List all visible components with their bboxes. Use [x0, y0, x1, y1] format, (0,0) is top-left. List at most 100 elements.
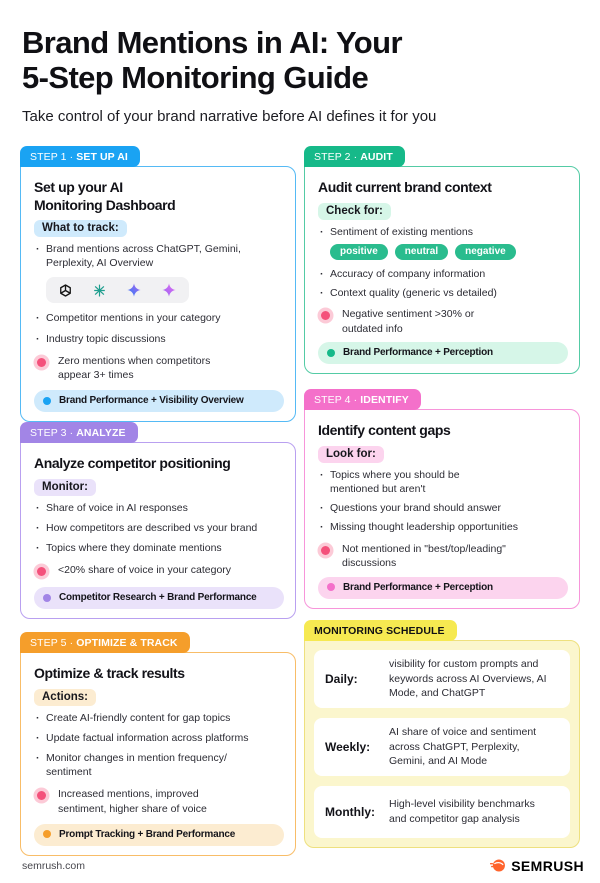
schedule-row-weekly: Weekly: AI share of voice and sentiment … — [314, 718, 570, 777]
step-5-bullets: Create AI-friendly content for gap topic… — [34, 711, 284, 786]
tool-dot-icon — [43, 830, 51, 839]
brand-name: SEMRUSH — [511, 857, 584, 874]
step-1-bullets: Brand mentions across ChatGPT, Gemini, P… — [34, 242, 284, 276]
step-5-tab-prefix: STEP 5 · — [30, 637, 74, 650]
list-item: Sentiment of existing mentions — [318, 225, 568, 239]
list-item: Update factual information across platfo… — [34, 731, 284, 745]
step-4-tool-pill: Brand Performance + Perception — [318, 576, 568, 599]
list-item: Industry topic discussions — [34, 332, 284, 346]
step-4-block: STEP 4 · IDENTIFY Identify content gaps … — [304, 389, 580, 609]
step-4-tab: STEP 4 · IDENTIFY — [304, 389, 421, 411]
step-1-tab: STEP 1 · SET UP AI — [20, 146, 140, 168]
semrush-logo: SEMRUSH — [489, 857, 584, 874]
list-item: Brand mentions across ChatGPT, Gemini, P… — [34, 242, 284, 270]
step-1-alert: Zero mentions when competitors appear 3+… — [34, 354, 284, 383]
step-3-tab-prefix: STEP 3 · — [30, 427, 74, 440]
schedule-row-daily: Daily: visibility for custom prompts and… — [314, 649, 570, 709]
step-1-label: What to track: — [34, 220, 127, 238]
step-2-card: Audit current brand context Check for: S… — [304, 166, 580, 375]
step-5-tab-name: OPTIMIZE & TRACK — [76, 637, 178, 650]
right-column: STEP 2 · AUDIT Audit current brand conte… — [304, 146, 580, 849]
schedule-monthly-label: Monthly: — [325, 805, 375, 820]
step-1-tab-name: SET UP AI — [76, 151, 128, 164]
alert-dot-icon — [37, 791, 46, 801]
step-4-alert: Not mentioned in "best/top/leading" disc… — [318, 542, 568, 571]
step-2-tool-pill: Brand Performance + Perception — [318, 342, 568, 365]
step-4-label: Look for: — [318, 445, 384, 463]
step-2-alert-text: Negative sentiment >30% or outdated info — [342, 308, 475, 335]
step-5-tool-text: Prompt Tracking + Brand Performance — [59, 828, 236, 840]
gemini-icon — [127, 283, 141, 298]
step-2-alert: Negative sentiment >30% or outdated info — [318, 307, 568, 336]
chatgpt-icon — [60, 284, 71, 297]
tool-dot-icon — [327, 583, 335, 592]
step-5-alert: Increased mentions, improved sentiment, … — [34, 787, 284, 816]
left-column: STEP 1 · SET UP AI Set up your AI Monito… — [20, 146, 296, 856]
page-subtitle: Take control of your brand narrative bef… — [22, 108, 437, 126]
step-1-tool-text: Brand Performance + Visibility Overview — [59, 395, 244, 407]
step-2-tab: STEP 2 · AUDIT — [304, 146, 405, 168]
step-2-tab-name: AUDIT — [360, 151, 393, 164]
website-url: semrush.com — [22, 859, 86, 872]
schedule-row-monthly: Monthly: High-level visibility benchmark… — [314, 786, 570, 839]
schedule-tab: MONITORING SCHEDULE — [304, 619, 457, 641]
page-title: Brand Mentions in AI: Your 5-Step Monito… — [22, 25, 403, 96]
step-5-tab: STEP 5 · OPTIMIZE & TRACK — [20, 632, 190, 654]
step-3-title: Analyze competitor positioning — [34, 455, 231, 472]
step-3-block: STEP 3 · ANALYZE Analyze competitor posi… — [20, 422, 296, 620]
step-2-label: Check for: — [318, 202, 391, 220]
semrush-flame-icon — [490, 859, 506, 872]
step-5-tool-pill: Prompt Tracking + Brand Performance — [34, 823, 284, 846]
list-item: Create AI-friendly content for gap topic… — [34, 711, 284, 725]
step-1-tab-prefix: STEP 1 · — [30, 151, 74, 164]
step-5-label: Actions: — [34, 688, 96, 706]
sentiment-neutral-pill: neutral — [394, 243, 449, 260]
list-item: Topics where they dominate mentions — [34, 541, 284, 555]
step-3-alert: <20% share of voice in your category — [34, 563, 284, 578]
step-2-bullets-2: Accuracy of company information Context … — [318, 267, 568, 305]
step-1-title: Set up your AI Monitoring Dashboard — [34, 179, 176, 213]
step-5-title: Optimize & track results — [34, 665, 185, 682]
alert-dot-icon — [37, 567, 46, 577]
step-4-tab-prefix: STEP 4 · — [314, 394, 358, 407]
list-item: Topics where you should be mentioned but… — [318, 468, 568, 496]
list-item: Questions your brand should answer — [318, 501, 568, 515]
schedule-block: MONITORING SCHEDULE Daily: visibility fo… — [304, 619, 580, 849]
list-item: Share of voice in AI responses — [34, 501, 284, 515]
step-1-bullets-2: Competitor mentions in your category Ind… — [34, 311, 284, 351]
ai-overview-icon — [162, 283, 176, 298]
list-item: Monitor changes in mention frequency/ se… — [34, 751, 284, 779]
step-2-bullets: Sentiment of existing mentions — [318, 225, 568, 244]
list-item: Context quality (generic vs detailed) — [318, 286, 568, 300]
header: Brand Mentions in AI: Your 5-Step Monito… — [0, 0, 600, 125]
step-4-alert-text: Not mentioned in "best/top/leading" disc… — [342, 542, 506, 570]
alert-dot-icon — [321, 545, 330, 555]
sentiment-positive-pill: positive — [330, 243, 388, 260]
step-2-tab-prefix: STEP 2 · — [314, 151, 358, 164]
step-3-alert-text: <20% share of voice in your category — [58, 564, 232, 577]
step-3-tab: STEP 3 · ANALYZE — [20, 422, 138, 444]
tool-dot-icon — [327, 348, 335, 357]
perplexity-icon — [94, 284, 105, 297]
tool-dot-icon — [43, 593, 51, 602]
step-4-bullets: Topics where you should be mentioned but… — [318, 468, 568, 540]
alert-dot-icon — [37, 357, 46, 367]
step-1-card: Set up your AI Monitoring Dashboard What… — [20, 166, 296, 423]
list-item: Competitor mentions in your category — [34, 311, 284, 325]
step-3-tab-name: ANALYZE — [76, 427, 126, 440]
step-3-label: Monitor: — [34, 478, 96, 496]
sentiment-pills: positive neutral negative — [330, 243, 568, 260]
schedule-daily-text: visibility for custom prompts and keywor… — [389, 657, 547, 700]
step-5-card: Optimize & track results Actions: Create… — [20, 652, 296, 856]
step-2-tool-text: Brand Performance + Perception — [343, 347, 493, 359]
step-5-block: STEP 5 · OPTIMIZE & TRACK Optimize & tra… — [20, 632, 296, 856]
step-1-alert-text: Zero mentions when competitors appear 3+… — [58, 354, 211, 382]
schedule-daily-label: Daily: — [325, 672, 358, 687]
content-grid: STEP 1 · SET UP AI Set up your AI Monito… — [20, 146, 580, 856]
list-item: Missing thought leadership opportunities — [318, 520, 568, 534]
schedule-tab-name: MONITORING SCHEDULE — [314, 624, 445, 637]
list-item: Accuracy of company information — [318, 267, 568, 281]
footer: semrush.com SEMRUSH — [22, 857, 584, 874]
step-4-title: Identify content gaps — [318, 422, 451, 439]
